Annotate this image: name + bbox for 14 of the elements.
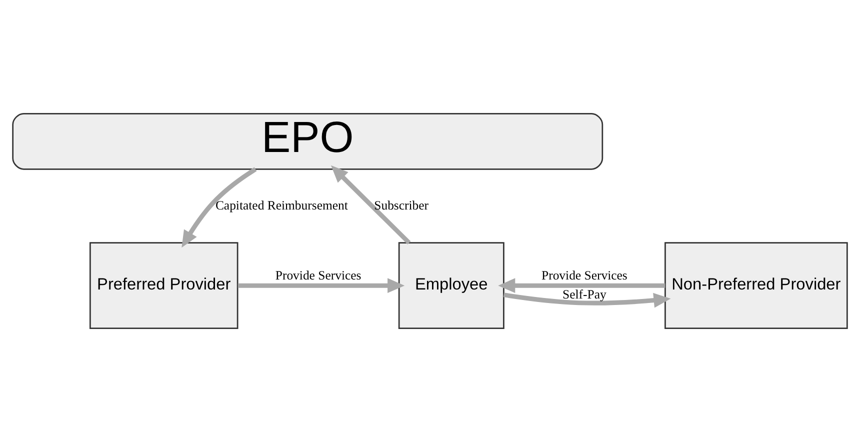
node-box: Non-Preferred Provider <box>664 242 848 330</box>
arrow <box>182 167 257 248</box>
node-box: Preferred Provider <box>90 242 238 330</box>
node-box: EPO <box>12 112 604 170</box>
edge-label: Subscriber <box>374 198 429 212</box>
edge-label: Capitated Reimbursement <box>215 198 348 212</box>
arrow <box>330 165 411 244</box>
edge-label: Provide Services <box>275 268 362 282</box>
arrow <box>238 278 405 294</box>
node-box: Employee <box>398 242 504 330</box>
edge-label: Provide Services <box>542 268 628 282</box>
edge-label: Self-Pay <box>562 288 606 302</box>
arrow <box>498 278 666 294</box>
arrow <box>503 292 671 308</box>
